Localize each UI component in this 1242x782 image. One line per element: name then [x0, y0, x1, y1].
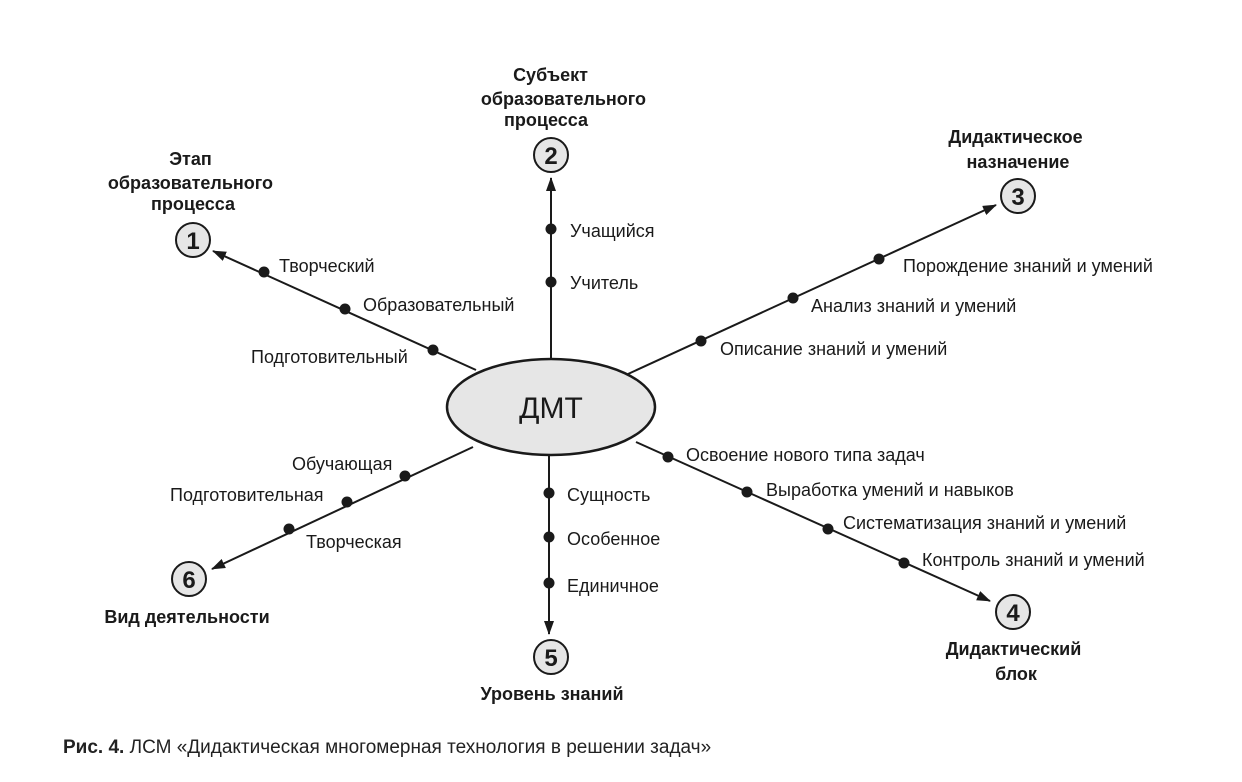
axis-4-number-text: 4	[1006, 600, 1020, 627]
axis-2-circle	[533, 137, 569, 173]
axis-1-point-2-label: Образовательный	[363, 295, 514, 315]
axis-3-point-3-dot	[873, 253, 885, 265]
axis-4-point-1-dot	[662, 451, 674, 463]
axis-6-number: 6	[171, 561, 207, 597]
axis-1-title-line-2: образовательного	[108, 173, 273, 193]
axis-point-labels: Подготовительный Образовательный Творчес…	[170, 221, 1153, 596]
axis-2-point-2-dot	[545, 223, 557, 235]
axis-6-point-3-label: Творческая	[306, 532, 402, 552]
center-node: ДМТ	[445, 357, 657, 457]
axis-5-point-2-label: Особенное	[567, 529, 660, 549]
axis-1-point-3-dot	[258, 266, 270, 278]
axis-2-title-line-1: Субъект	[513, 65, 588, 85]
axis-4-point-3-label: Систематизация знаний и умений	[843, 513, 1126, 533]
axis-points	[258, 223, 910, 589]
axis-4-point-2-label: Выработка умений и навыков	[766, 480, 1014, 500]
axis-6-point-3-dot	[283, 523, 295, 535]
axis-5-point-2-dot	[543, 531, 555, 543]
axis-4-number: 4	[995, 594, 1031, 630]
axis-3-number-text: 3	[1011, 184, 1024, 211]
axis-5-number-text: 5	[544, 645, 557, 672]
axis-lines	[211, 177, 997, 635]
axis-1-number-text: 1	[186, 228, 199, 255]
axis-5-point-3-label: Единичное	[567, 576, 659, 596]
axis-5-point-3-dot	[543, 577, 555, 589]
axis-2-title-line-2: образовательного	[481, 89, 646, 109]
axis-2-title: Субъект образовательного процесса	[481, 65, 651, 130]
axis-4-point-3-dot	[822, 523, 834, 535]
axis-5-number: 5	[533, 639, 569, 675]
axis-3-circle	[1000, 178, 1036, 214]
axis-number-circles: 1 2 3 4 5 6	[171, 137, 1036, 675]
axis-3-point-2-label: Анализ знаний и умений	[811, 296, 1016, 316]
center-ellipse	[445, 357, 657, 457]
axis-3-point-3-label: Порождение знаний и умений	[903, 256, 1153, 276]
axis-6-title: Вид деятельности	[104, 607, 269, 627]
figure-number: Рис. 4.	[63, 737, 125, 758]
axis-4-title: Дидактический блок	[946, 639, 1087, 684]
axis-4-title-line-2: блок	[995, 664, 1038, 684]
axis-4-point-4-dot	[898, 557, 910, 569]
axis-2-title-line-3: процесса	[504, 110, 589, 130]
axis-4-point-4-label: Контроль знаний и умений	[922, 550, 1145, 570]
axis-6-point-2-label: Подготовительная	[170, 485, 324, 505]
axis-5-circle	[533, 639, 569, 675]
axis-4-point-1-label: Освоение нового типа задач	[686, 445, 925, 465]
axis-3-title: Дидактическое назначение	[948, 127, 1087, 172]
axis-2-number: 2	[533, 137, 569, 173]
axis-6-point-2-dot	[341, 496, 353, 508]
axis-2-point-1-label: Учитель	[570, 273, 638, 293]
axis-1-title-line-1: Этап	[169, 149, 212, 169]
axis-6-line	[211, 446, 474, 570]
axis-1-number: 1	[175, 222, 211, 258]
axis-1-point-1-label: Подготовительный	[251, 347, 408, 367]
axis-6-circle	[171, 561, 207, 597]
center-label: ДМТ	[519, 392, 583, 425]
axis-3-point-1-dot	[695, 335, 707, 347]
axis-5-title-line-1: Уровень знаний	[480, 684, 623, 704]
axis-4-title-line-1: Дидактический	[946, 639, 1082, 659]
axis-6-point-1-dot	[399, 470, 411, 482]
axis-5-point-1-dot	[543, 487, 555, 499]
axis-3-line	[627, 204, 997, 375]
axis-4-line	[635, 441, 991, 602]
axis-6-title-line-1: Вид деятельности	[104, 607, 269, 627]
axis-1-circle	[175, 222, 211, 258]
axis-3-number: 3	[1000, 178, 1036, 214]
axis-1-title-line-3: процесса	[151, 194, 236, 214]
axis-5-title: Уровень знаний	[480, 684, 623, 704]
axis-1-point-2-dot	[339, 303, 351, 315]
axis-2-point-1-dot	[545, 276, 557, 288]
axis-4-circle	[995, 594, 1031, 630]
axis-5-point-1-label: Сущность	[567, 485, 650, 505]
axis-3-title-line-1: Дидактическое	[948, 127, 1082, 147]
axis-2-number-text: 2	[544, 143, 557, 170]
axis-titles: Этап образовательного процесса Субъект о…	[104, 65, 1087, 704]
axis-3-point-2-dot	[787, 292, 799, 304]
figure-caption: Рис. 4. ЛСМ «Дидактическая многомерная т…	[63, 737, 711, 759]
axis-6-point-1-label: Обучающая	[292, 454, 392, 474]
axis-1-title: Этап образовательного процесса	[108, 149, 278, 214]
axis-1-point-3-label: Творческий	[279, 256, 375, 276]
axis-4-point-2-dot	[741, 486, 753, 498]
axis-1-point-1-dot	[427, 344, 439, 356]
axis-3-title-line-2: назначение	[967, 152, 1070, 172]
axis-3-point-1-label: Описание знаний и умений	[720, 339, 947, 359]
figure-caption-text: ЛСМ «Дидактическая многомерная технологи…	[129, 737, 712, 758]
axis-6-number-text: 6	[182, 567, 195, 594]
axis-2-point-2-label: Учащийся	[570, 221, 655, 241]
